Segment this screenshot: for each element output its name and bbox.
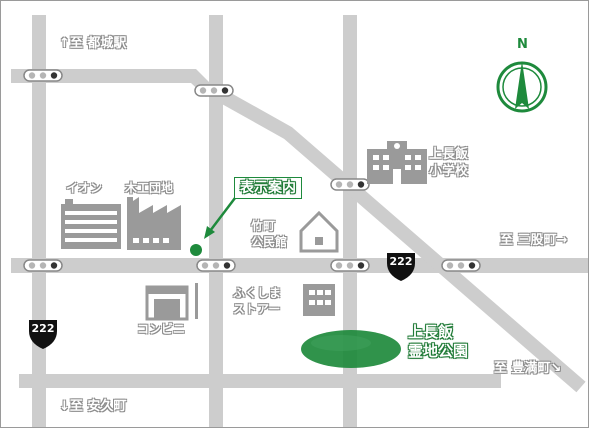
factory-label: 木工団地 xyxy=(125,181,174,195)
traffic-light-icon xyxy=(23,69,63,82)
road-vertical-middle xyxy=(209,15,223,427)
north-compass-icon xyxy=(496,61,548,113)
cemetery-park-label-line2: 霊地公園 xyxy=(408,342,469,360)
fukushima-store-label-line2: ストアー xyxy=(233,302,281,316)
location-pointer-arrowhead xyxy=(204,226,215,239)
location-pin-icon xyxy=(190,244,202,256)
school-icon xyxy=(367,141,427,184)
traffic-light-icon xyxy=(194,84,234,97)
route-shield-number: 222 xyxy=(389,255,413,268)
shopping-mall-icon xyxy=(61,199,121,249)
road-horizontal-bottom xyxy=(19,374,501,388)
house-icon xyxy=(299,210,339,253)
factory-icon xyxy=(127,197,181,250)
aeon-label: イオン xyxy=(66,181,103,195)
public-hall-label-line1: 竹町 xyxy=(251,219,276,233)
route-shield-shape xyxy=(29,320,57,349)
destination-toyomitsu-label: 至 豊満町↘ xyxy=(494,361,562,376)
fukushima-store-label-line1: ふくしま xyxy=(233,286,282,300)
park-highlight xyxy=(311,335,371,351)
road-horizontal-main xyxy=(11,258,588,273)
location-pointer-line xyxy=(209,197,236,232)
school-label-line1: 上長飯 xyxy=(429,147,469,162)
here-label: 表示案内 xyxy=(234,177,302,199)
traffic-light-icon xyxy=(441,259,481,272)
diagonal-road xyxy=(209,84,586,393)
cemetery-park-label-line1: 上長飯 xyxy=(408,323,454,341)
traffic-light-icon xyxy=(330,259,370,272)
cemetery-park-area xyxy=(301,330,401,368)
traffic-light-icon xyxy=(330,178,370,191)
convenience-store-icon xyxy=(145,283,198,321)
traffic-light-icon xyxy=(196,259,236,272)
traffic-lights xyxy=(23,69,481,272)
public-hall-label-line2: 公民館 xyxy=(251,235,288,249)
convenience-store-label: コンビニ xyxy=(137,322,186,336)
destination-sanmata-label: 至 三股町→ xyxy=(500,233,568,248)
traffic-light-icon xyxy=(23,259,63,272)
road-vertical-right xyxy=(343,15,357,427)
route-shield-shape xyxy=(387,253,415,281)
north-label: N xyxy=(517,37,528,52)
shop-icon xyxy=(303,284,335,316)
destination-miyakonojo-label: ↑至 都城駅 xyxy=(59,36,127,51)
route-shield-number: 222 xyxy=(31,322,55,335)
destination-yasuhisa-label: ↓至 安久町 xyxy=(59,399,127,414)
school-label-line2: 小学校 xyxy=(429,164,469,179)
